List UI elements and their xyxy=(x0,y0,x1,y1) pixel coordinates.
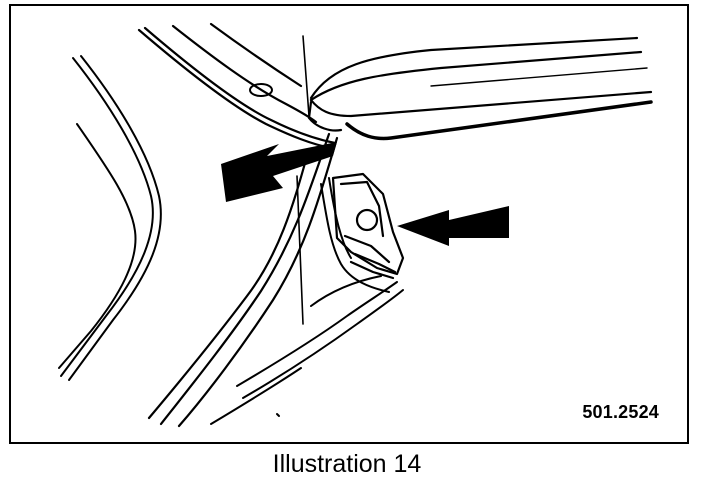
hatch-lid xyxy=(307,36,653,141)
technical-drawing xyxy=(58,22,653,428)
pointer-arrow-right xyxy=(397,206,509,246)
illustration-frame: 501.2524 xyxy=(9,4,689,444)
pointer-arrow-upper xyxy=(221,142,337,202)
trim-channel xyxy=(210,177,404,425)
reference-number: 501.2524 xyxy=(582,402,659,422)
roof-rail xyxy=(137,22,337,150)
detail-mark xyxy=(276,413,280,417)
mounting-hole xyxy=(249,83,273,97)
left-window-pillar xyxy=(58,55,162,381)
support-rod xyxy=(302,35,310,117)
figure-caption: Illustration 14 xyxy=(272,450,422,478)
rear-pillar xyxy=(147,132,339,428)
latch-bracket xyxy=(331,172,405,280)
